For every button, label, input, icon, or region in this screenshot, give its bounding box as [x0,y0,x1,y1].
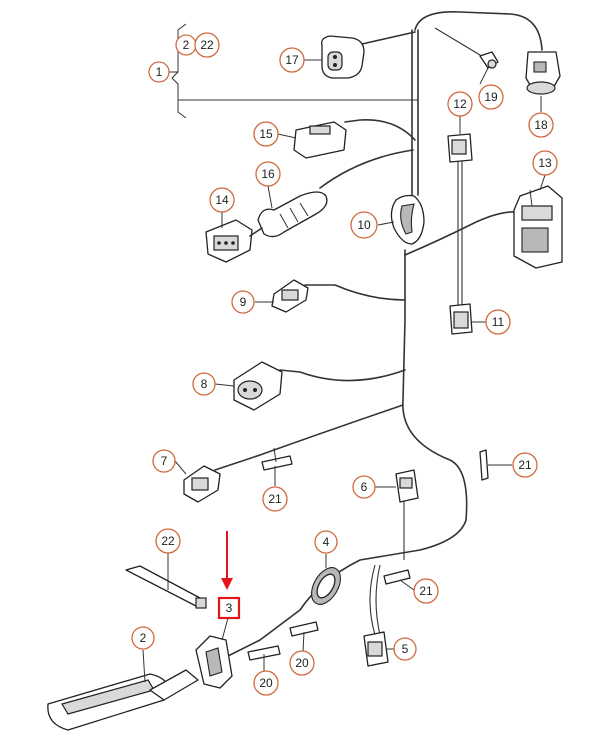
grommet-4 [311,567,341,605]
callout-12[interactable]: 12 [447,91,473,117]
grommet-10 [390,194,425,245]
svg-text:1: 1 [156,65,163,79]
svg-text:8: 8 [201,377,208,391]
connector-7 [183,465,221,503]
clip-20-right [289,621,319,653]
connector-15 [293,121,347,159]
svg-text:19: 19 [484,90,498,104]
svg-text:12: 12 [453,97,467,111]
callout-21-mid[interactable]: 21 [262,486,288,512]
callout-5[interactable]: 5 [393,637,417,661]
clip-20-left [247,645,281,672]
callout-2-bottom[interactable]: 2 [131,626,155,650]
tray-2-bottom [47,669,199,731]
callout-11[interactable]: 11 [485,309,511,335]
svg-text:7: 7 [161,454,168,468]
callout-7[interactable]: 7 [152,449,176,473]
svg-text:10: 10 [357,218,371,232]
clip-21-mid [261,447,293,486]
callout-16[interactable]: 16 [255,161,281,187]
highlight-arrow [221,531,233,590]
callout-3-highlighted[interactable]: 3 [217,596,241,620]
callout-19[interactable]: 19 [478,84,504,110]
connector-9 [271,279,309,313]
callout-14[interactable]: 14 [209,187,235,213]
sensor-19 [434,27,499,69]
connector-18 [525,51,561,95]
svg-text:17: 17 [285,53,299,67]
connector-14 [205,219,263,263]
callout-21-low[interactable]: 21 [413,578,439,604]
svg-text:20: 20 [259,676,273,690]
callout-2-top[interactable]: 2 [175,34,197,56]
clip-21-low [383,569,415,591]
connector-17 [321,35,365,79]
svg-text:22: 22 [200,38,214,52]
svg-text:6: 6 [361,480,368,494]
svg-text:5: 5 [402,642,409,656]
svg-text:13: 13 [538,156,552,170]
callout-9[interactable]: 9 [231,290,255,314]
callout-17[interactable]: 17 [279,47,305,73]
connector-8 [233,361,283,411]
svg-text:9: 9 [240,295,247,309]
callout-10[interactable]: 10 [350,211,378,239]
connector-13 [513,185,563,269]
callout-15[interactable]: 15 [253,121,279,147]
svg-text:21: 21 [419,584,433,598]
callout-13[interactable]: 13 [532,150,558,176]
relay-6 [395,469,419,503]
group-bracket [168,23,418,119]
svg-text:2: 2 [140,631,147,645]
callout-6[interactable]: 6 [352,475,376,499]
callout-21-right[interactable]: 21 [512,452,538,478]
svg-text:4: 4 [323,535,330,549]
leaders [142,59,546,683]
connector-11 [449,303,473,335]
svg-text:21: 21 [268,492,282,506]
connector-5 [363,631,389,667]
connector-12 [447,133,473,163]
svg-text:16: 16 [261,167,275,181]
svg-text:18: 18 [534,118,548,132]
callout-22-top[interactable]: 22 [194,32,220,58]
svg-text:3: 3 [226,601,233,615]
svg-text:15: 15 [259,127,273,141]
callout-1[interactable]: 1 [148,61,170,83]
callout-18[interactable]: 18 [528,112,554,138]
callout-20-left[interactable]: 20 [253,670,279,696]
callout-20-right[interactable]: 20 [289,650,315,676]
callout-4[interactable]: 4 [314,530,338,554]
boot-16 [257,191,328,238]
callout-8[interactable]: 8 [192,372,216,396]
cable-tie-22-bottom [125,565,207,609]
callout-22-bottom[interactable]: 22 [155,528,181,554]
svg-text:20: 20 [295,656,309,670]
svg-text:11: 11 [492,315,505,329]
clip-21-right [479,449,512,481]
svg-text:2: 2 [183,38,190,52]
boot-3 [195,635,233,689]
svg-text:21: 21 [518,458,532,472]
svg-text:14: 14 [215,193,229,207]
svg-text:22: 22 [161,534,175,548]
